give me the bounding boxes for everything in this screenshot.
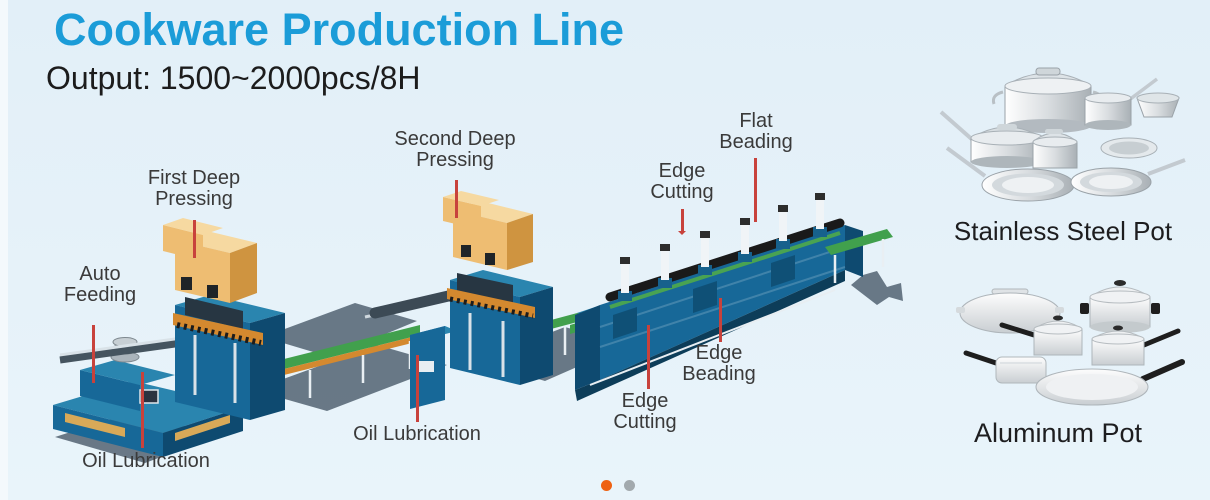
leader-flat-beading [754, 158, 757, 222]
auto-feeder-machine [53, 330, 243, 457]
label-second-deep-pressing: Second Deep Pressing [394, 128, 516, 171]
carousel-dot-1[interactable] [601, 480, 612, 491]
output-subtitle: Output: 1500~2000pcs/8H [46, 60, 421, 96]
label-auto-feeding: Auto Feeding [63, 263, 137, 306]
leader-oil-lubrication-mid [416, 355, 419, 422]
shadow-conveyor-a [253, 345, 447, 411]
first-press-machine [163, 218, 285, 420]
carousel-dot-2[interactable] [624, 480, 635, 491]
label-oil-lubrication-left: Oil Lubrication [82, 450, 210, 472]
label-edge-beading: Edge Beading [682, 342, 756, 385]
leader-oil-lubrication-left [141, 372, 144, 448]
label-first-deep-pressing: First Deep Pressing [147, 167, 241, 210]
stainless-steel-pot-image [939, 67, 1186, 202]
label-flat-beading: Flat Beading [719, 110, 793, 153]
label-edge-cutting-top: Edge Cutting [650, 160, 714, 203]
label-oil-lubrication-mid: Oil Lubrication [353, 423, 481, 445]
aluminum-pot-label: Aluminum Pot [973, 418, 1143, 448]
shadow-exit [851, 271, 903, 305]
leader-first-deep-pressing [193, 220, 196, 258]
left-edge-strip [0, 0, 8, 500]
stainless-steel-pot-label: Stainless Steel Pot [953, 216, 1173, 246]
leader-edge-cutting-top [678, 209, 686, 235]
spindle-stations [613, 193, 827, 339]
exit-conveyor [825, 229, 893, 283]
production-line-illustration [53, 191, 903, 463]
page-title: Cookware Production Line [54, 4, 625, 55]
leader-second-deep-pressing [455, 180, 458, 218]
leader-edge-beading [719, 298, 722, 342]
label-edge-cutting-bottom: Edge Cutting [613, 390, 677, 433]
leader-edge-cutting-bottom [647, 325, 650, 389]
carousel-dots [601, 480, 635, 491]
aluminum-pot-image [956, 280, 1185, 406]
second-press-machine [443, 191, 553, 385]
leader-auto-feeding [92, 325, 95, 383]
